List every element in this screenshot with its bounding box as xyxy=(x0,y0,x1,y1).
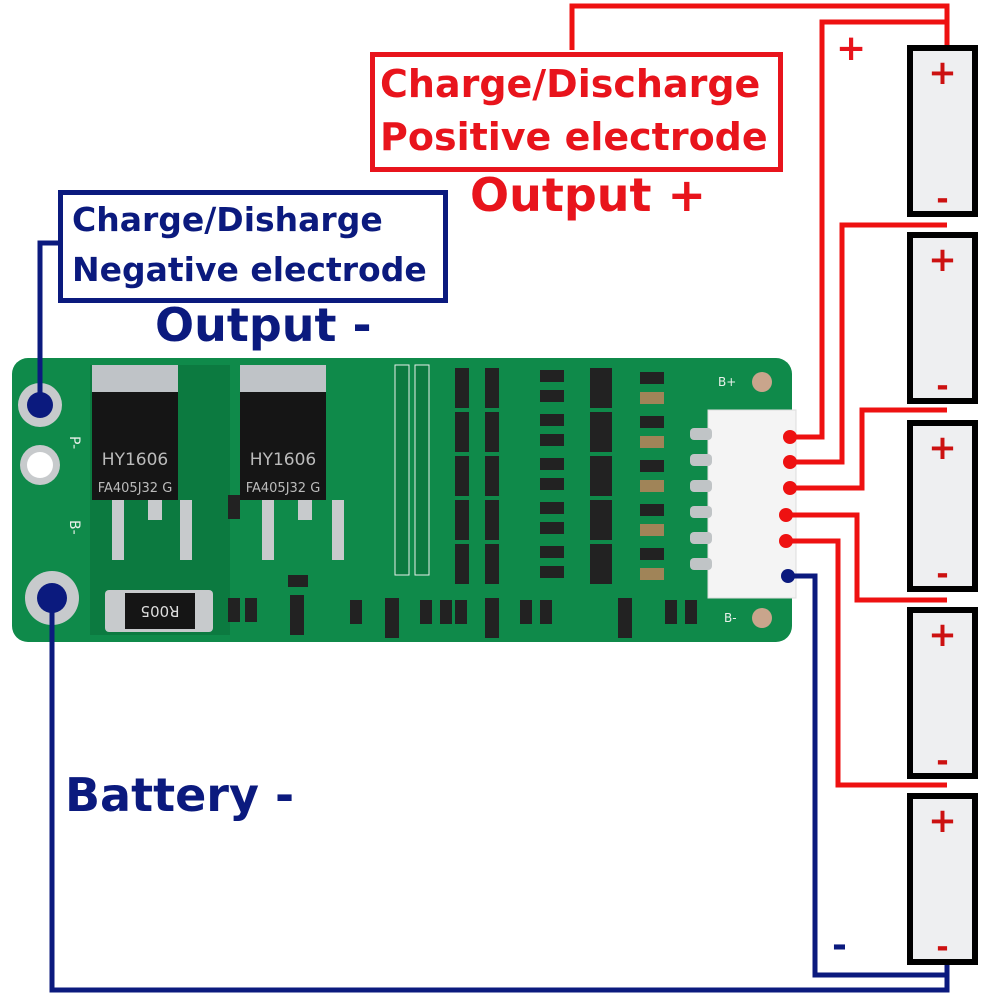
output-plus-wire xyxy=(569,3,950,50)
bottom-minus-sign: - xyxy=(832,925,847,966)
output-minus-label: Output - xyxy=(155,298,372,352)
smd-components xyxy=(228,364,697,638)
negative-electrode-box xyxy=(58,190,448,303)
connector-pins xyxy=(690,428,712,570)
battery-cell-2: +- xyxy=(907,232,978,404)
pad-p-label: P- xyxy=(66,436,82,449)
mosfet-2: HY1606 FA405J32 G xyxy=(240,365,344,560)
positive-wires xyxy=(569,3,950,788)
pad-b-label: B- xyxy=(66,520,82,535)
balance-wire-0 xyxy=(788,573,947,978)
balance-connector xyxy=(707,409,797,599)
balance-wire-4 xyxy=(786,512,947,603)
negative-box-line2: Negative electrode xyxy=(72,250,427,289)
top-plus-sign: + xyxy=(836,28,867,69)
balance-wire-1 xyxy=(790,19,947,440)
negative-wires xyxy=(37,240,950,993)
positive-box-line1: Charge/Discharge xyxy=(380,62,761,106)
bms-board: HY1606 FA405J32 G HY1606 FA405J32 G R005 xyxy=(12,358,797,642)
battery-minus-label: Battery - xyxy=(65,768,295,822)
shunt-label: R005 xyxy=(140,602,179,620)
pad-bplus-label: B+ xyxy=(718,375,736,389)
negative-box-line1: Charge/Disharge xyxy=(72,200,383,239)
balance-wire-5 xyxy=(786,538,947,788)
battery-cell-5: +- xyxy=(907,793,978,965)
output-minus-wire xyxy=(37,240,60,405)
output-plus-label: Output + xyxy=(470,168,707,222)
balance-wire-2 xyxy=(790,222,947,465)
positive-electrode-box xyxy=(370,52,783,172)
mosfet-1-model: HY1606 xyxy=(102,450,168,470)
battery-cell-1: +- xyxy=(907,45,978,217)
mosfet-2-code: FA405J32 G xyxy=(246,481,321,496)
balance-wire-3 xyxy=(790,407,947,491)
battery-cell-3: +- xyxy=(907,420,978,592)
mosfet-1: HY1606 FA405J32 G xyxy=(92,365,192,560)
positive-box-line2: Positive electrode xyxy=(380,115,768,159)
mosfet-1-code: FA405J32 G xyxy=(98,481,173,496)
pad-bminus-label: B- xyxy=(724,611,737,625)
b-plus-pad xyxy=(752,372,772,392)
mosfet-2-model: HY1606 xyxy=(250,450,316,470)
battery-cell-4: +- xyxy=(907,607,978,779)
